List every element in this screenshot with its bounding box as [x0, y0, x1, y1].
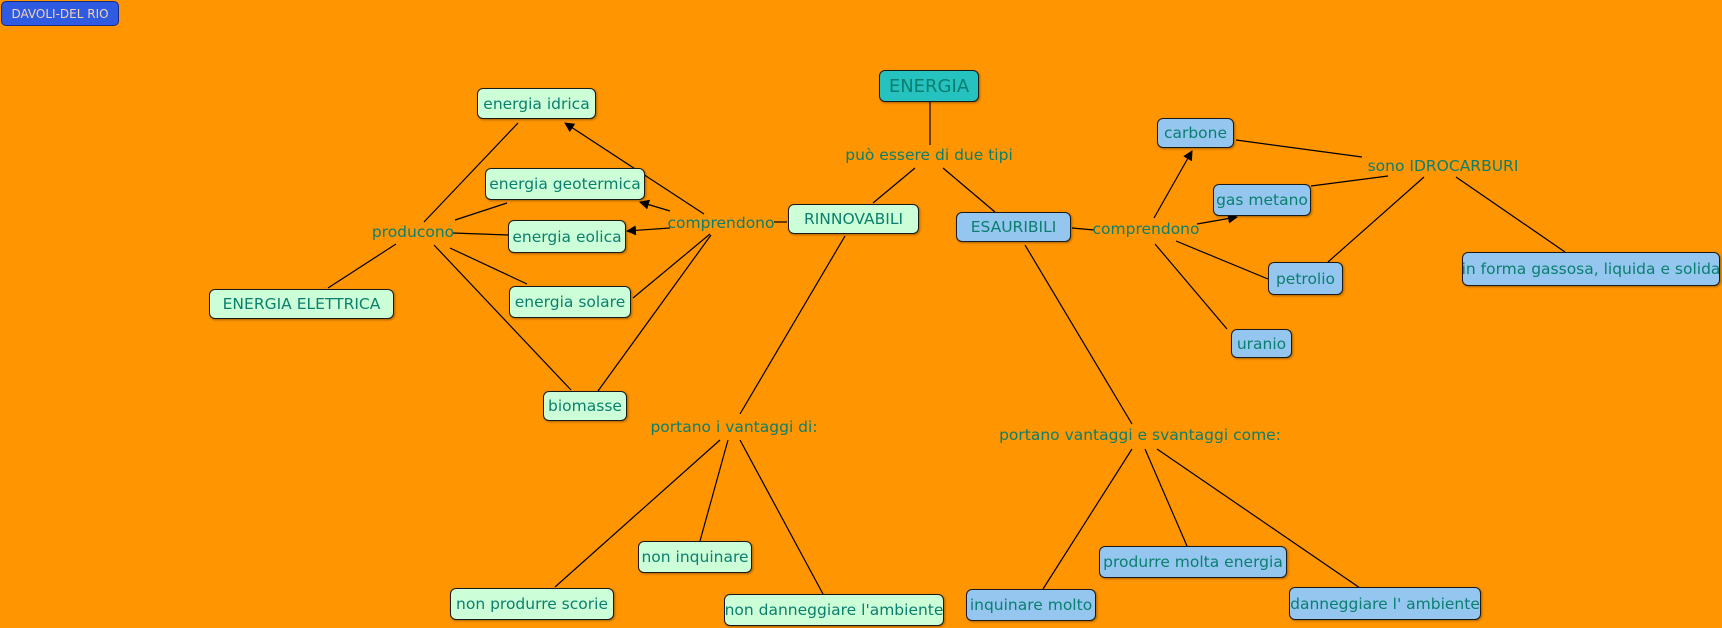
- link-vantaggi-non-inquinare: [699, 439, 729, 542]
- concept-carbone[interactable]: carbone: [1157, 118, 1234, 148]
- link-biomasse-producono: [433, 244, 572, 391]
- link-comprendono-petrolio: [1175, 240, 1269, 280]
- concept-rinnovabili[interactable]: RINNOVABILI: [788, 204, 919, 234]
- link-comprendono-eolica: [626, 225, 671, 236]
- concept-uranio[interactable]: uranio: [1231, 329, 1292, 358]
- concept-produrre-molta-energia[interactable]: produrre molta energia: [1099, 546, 1287, 578]
- concept-energia-eolica[interactable]: energia eolica: [508, 220, 626, 253]
- concept-energia-solare[interactable]: energia solare: [509, 286, 631, 318]
- link-idrica-producono: [423, 122, 519, 223]
- link-comprendono-geotermica: [639, 199, 671, 212]
- concept-inquinare-molto[interactable]: inquinare molto: [966, 589, 1096, 621]
- concept-non-danneggiare-ambiente[interactable]: non danneggiare l'ambiente: [724, 594, 944, 626]
- link-vantaggi-inquinare: [1042, 448, 1133, 590]
- concept-forma-gassosa-liquida-solida[interactable]: in forma gassosa, liquida e solida: [1462, 252, 1720, 286]
- phrase-due-tipi: può essere di due tipi: [845, 146, 1013, 164]
- concept-biomasse[interactable]: biomasse: [543, 391, 627, 421]
- link-due-tipi-esauribili: [942, 167, 996, 213]
- link-petrolio-idrocarburi: [1327, 176, 1425, 263]
- phrase-idrocarburi: sono IDROCARBURI: [1367, 157, 1519, 175]
- concept-energia[interactable]: ENERGIA: [879, 70, 979, 102]
- link-vantaggi-danneggiare: [1156, 448, 1361, 589]
- link-vantaggi-non-danneggiare: [739, 439, 824, 595]
- concept-non-produrre-scorie[interactable]: non produrre scorie: [450, 588, 614, 620]
- concept-danneggiare-ambiente[interactable]: danneggiare l' ambiente: [1289, 587, 1481, 620]
- concept-gas-metano[interactable]: gas metano: [1213, 184, 1311, 216]
- link-vantaggi-scorie: [554, 439, 721, 588]
- link-gas-idrocarburi: [1310, 175, 1389, 187]
- concept-energia-elettrica[interactable]: ENERGIA ELETTRICA: [209, 289, 394, 319]
- phrase-vantaggi-svantaggi: portano vantaggi e svantaggi come:: [999, 426, 1281, 444]
- link-vantaggi-produrre: [1144, 448, 1188, 547]
- concept-non-inquinare[interactable]: non inquinare: [638, 541, 752, 573]
- link-comprendono-carbone: [1153, 150, 1193, 219]
- phrase-producono: producono: [371, 223, 455, 241]
- link-geotermica-producono: [454, 202, 508, 221]
- link-esauribili-comprendono: [1071, 227, 1095, 231]
- phrase-comprendono-rinnovabili: comprendono: [667, 214, 775, 232]
- link-solare-producono: [449, 247, 528, 285]
- link-comprendono-gas: [1196, 213, 1238, 225]
- link-idrocarburi-forma: [1455, 176, 1566, 253]
- concept-energia-geotermica[interactable]: energia geotermica: [485, 168, 645, 200]
- phrase-comprendono-esauribili: comprendono: [1092, 220, 1200, 238]
- concept-petrolio[interactable]: petrolio: [1268, 262, 1343, 295]
- author-badge[interactable]: DAVOLI-DEL RIO: [1, 1, 119, 26]
- link-carbone-idrocarburi: [1235, 139, 1363, 158]
- link-due-tipi-rinnovabili: [872, 167, 916, 204]
- link-rinnovabili-vantaggi: [739, 235, 846, 415]
- concept-energia-idrica[interactable]: energia idrica: [477, 88, 596, 119]
- concept-esauribili[interactable]: ESAURIBILI: [956, 212, 1071, 242]
- link-comprendono-uranio: [1154, 243, 1228, 330]
- link-producono-elettrica: [327, 243, 397, 289]
- link-comprendono-biomasse: [597, 234, 712, 392]
- link-comprendono-solare: [632, 233, 711, 299]
- link-esauribili-vantaggi: [1024, 244, 1133, 425]
- phrase-vantaggi-rinnovabili: portano i vantaggi di:: [650, 418, 818, 436]
- link-eolica-producono: [452, 232, 509, 236]
